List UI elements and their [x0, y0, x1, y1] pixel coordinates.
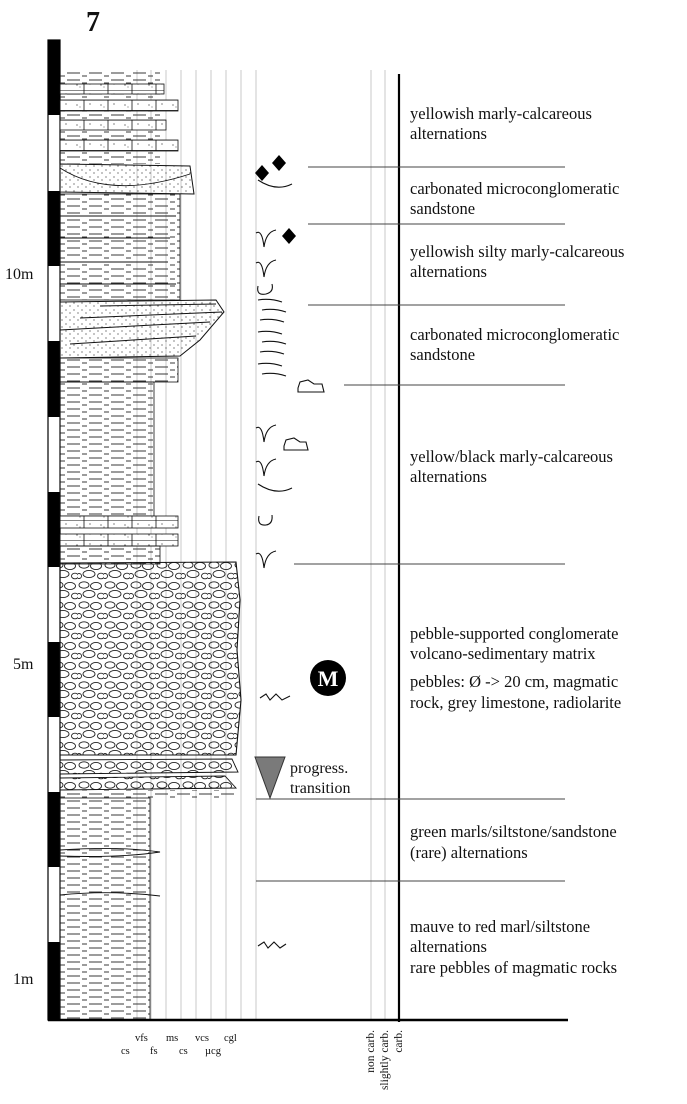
unit-7-line1: pebbles: Ø -> 20 cm, magmatic	[410, 672, 618, 691]
grain-label-cs: cs	[121, 1046, 130, 1057]
unit-descriptions: yellowish marly-calcareous alternations …	[410, 104, 624, 977]
unit-2-line1: carbonated microconglomeratic	[410, 179, 619, 198]
transition-note-line1: progress.	[290, 760, 348, 777]
grain-size-labels: vfs ms vcs cgl cs fs cs µcg	[121, 1033, 237, 1057]
unit-4-line1: carbonated microconglomeratic	[410, 325, 619, 344]
unit-3-line1: yellowish silty marly-calcareous	[410, 242, 624, 261]
unit-9-line3: rare pebbles of magmatic rocks	[410, 958, 617, 977]
grain-label-mcg: µcg	[205, 1046, 222, 1057]
unit-8-line1: green marls/siltstone/sandstone	[410, 822, 617, 841]
depth-label-5m: 5m	[13, 656, 34, 673]
diamond-icon	[282, 228, 296, 244]
grain-label-cs-2: cs	[179, 1046, 188, 1057]
unit-9-line1: mauve to red marl/siltstone	[410, 917, 590, 936]
carbonate-label-slightly: slightly carb.	[379, 1030, 391, 1090]
matrix-marker-label: M	[318, 666, 339, 691]
transition-triangle-icon	[254, 756, 286, 800]
carbonate-diamond-markers	[255, 155, 296, 244]
unit-6-line1: pebble-supported conglomerate	[410, 624, 618, 643]
diamond-icon	[272, 155, 286, 171]
unit-2-line2: sandstone	[410, 199, 475, 218]
grain-label-ms: ms	[166, 1033, 178, 1044]
unit-5-line1: yellow/black marly-calcareous	[410, 447, 613, 466]
unit-6-line2: volcano-sedimentary matrix	[410, 644, 596, 663]
unit-3-line2: alternations	[410, 262, 487, 281]
grain-label-vfs: vfs	[135, 1033, 148, 1044]
depth-label-10m: 10m	[5, 266, 34, 283]
diamond-icon	[255, 165, 269, 181]
unit-boundaries	[256, 166, 565, 882]
unit-9-line2: alternations	[410, 937, 487, 956]
thickness-scale-bar	[47, 39, 61, 1021]
unit-4-line2: sandstone	[410, 345, 475, 364]
matrix-marker-circle	[310, 660, 346, 696]
unit-7-line2: rock, grey limestone, radiolarite	[410, 693, 621, 712]
unit-8-line2: (rare) alternations	[410, 843, 528, 862]
sedimentary-structure-symbols	[255, 179, 325, 949]
transition-note-line2: transition	[290, 780, 350, 797]
figure-number: 7	[86, 7, 100, 38]
depth-label-1m: 1m	[13, 971, 34, 988]
lithology-column	[59, 72, 242, 1021]
carbonate-labels: non carb. slightly carb. carb.	[365, 1030, 405, 1090]
grain-label-fs: fs	[150, 1046, 158, 1057]
carbonate-label-non: non carb.	[365, 1030, 377, 1073]
unit-1-line1: yellowish marly-calcareous	[410, 104, 592, 123]
unit-5-line2: alternations	[410, 467, 487, 486]
carbonate-label-carb: carb.	[393, 1030, 405, 1053]
grain-label-vcs: vcs	[195, 1033, 209, 1044]
grain-label-cgl: cgl	[224, 1033, 237, 1044]
unit-1-line2: alternations	[410, 124, 487, 143]
